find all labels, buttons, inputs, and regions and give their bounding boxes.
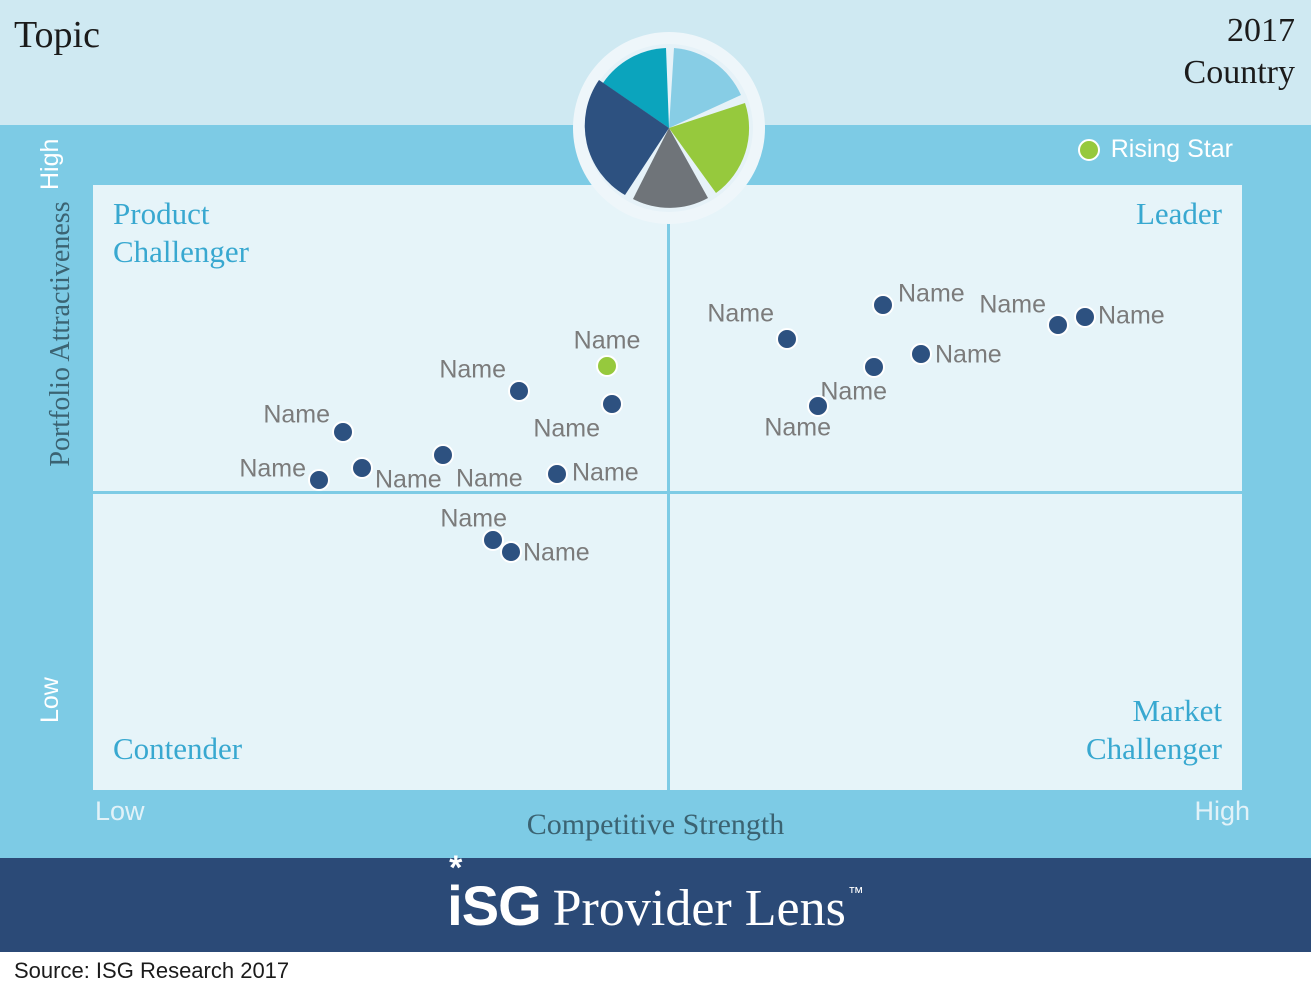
data-point-label: Name xyxy=(439,355,506,384)
x-axis-low-tick: Low xyxy=(95,796,145,826)
data-point-label: Name xyxy=(523,538,590,567)
legend-rising-star: Rising Star xyxy=(1077,135,1233,164)
quadrant-label-contender: Contender xyxy=(113,731,243,766)
data-point[interactable] xyxy=(432,444,454,466)
vertical-divider xyxy=(667,185,670,790)
data-point[interactable] xyxy=(508,380,530,402)
isg-aperture-logo-icon xyxy=(571,30,767,226)
data-point-label: Name xyxy=(533,414,600,443)
brand-isg-text: * iSG xyxy=(447,851,541,938)
data-point-label: Name xyxy=(263,400,330,429)
data-point[interactable] xyxy=(308,469,330,491)
data-point[interactable] xyxy=(1047,314,1069,336)
trademark-symbol: ™ xyxy=(847,884,864,902)
rising-star-dot-icon xyxy=(1077,138,1100,161)
horizontal-divider xyxy=(93,491,1242,494)
asterisk-icon: * xyxy=(449,848,462,887)
data-point[interactable] xyxy=(910,343,932,365)
isg-provider-lens-wordmark: * iSG Provider Lens ™ xyxy=(447,851,864,938)
data-point-label: Name xyxy=(573,326,641,355)
x-axis-high-tick: High xyxy=(1194,796,1250,826)
data-point-label: Name xyxy=(707,299,774,328)
data-point[interactable] xyxy=(482,529,504,551)
footer-brand-bar: * iSG Provider Lens ™ xyxy=(0,851,1311,952)
source-note: Source: ISG Research 2017 xyxy=(14,958,290,983)
data-point-label: Name xyxy=(1098,301,1165,330)
header-meta: 2017 Country xyxy=(1184,10,1295,94)
brand-isg-letters: iSG xyxy=(447,873,541,937)
quadrant-label-leader: Leader xyxy=(1135,196,1222,231)
brand-provider-lens-text: Provider Lens xyxy=(552,879,846,937)
legend-label: Rising Star xyxy=(1110,135,1233,163)
data-point[interactable] xyxy=(500,541,522,563)
data-point[interactable] xyxy=(1074,306,1096,328)
data-point[interactable] xyxy=(332,421,354,443)
y-axis-high-tick: High xyxy=(36,138,64,190)
header-country: Country xyxy=(1183,54,1295,91)
y-axis-low-tick: Low xyxy=(36,677,64,723)
x-axis-title: Competitive Strength xyxy=(526,808,785,841)
data-point-label: Name xyxy=(572,458,639,487)
header-year: 2017 xyxy=(1227,12,1295,49)
data-point[interactable] xyxy=(863,356,885,378)
data-point[interactable] xyxy=(872,294,894,316)
data-point[interactable] xyxy=(776,328,798,350)
data-point-label: Name xyxy=(456,464,523,493)
data-point-label: Name xyxy=(979,290,1046,319)
data-point-label: Name xyxy=(239,454,306,483)
data-point[interactable] xyxy=(807,395,829,417)
quadrant-label-product-challenger: Product Challenger xyxy=(113,196,250,269)
page-title: Topic xyxy=(14,14,100,56)
data-point-label: Name xyxy=(820,377,887,406)
data-point-rising-star[interactable] xyxy=(596,355,618,377)
quadrant-label-market-challenger: Market Challenger xyxy=(1085,693,1222,766)
data-point-label: Name xyxy=(375,465,442,494)
data-point[interactable] xyxy=(351,457,373,479)
data-point-label: Name xyxy=(935,340,1002,369)
data-point-label: Name xyxy=(764,413,831,442)
quadrant-plot-area: Product Challenger Leader Contender Mark… xyxy=(93,185,1242,790)
data-point-label: Name xyxy=(440,504,507,533)
data-point[interactable] xyxy=(546,463,568,485)
data-point[interactable] xyxy=(601,393,623,415)
data-point-label: Name xyxy=(898,279,965,308)
